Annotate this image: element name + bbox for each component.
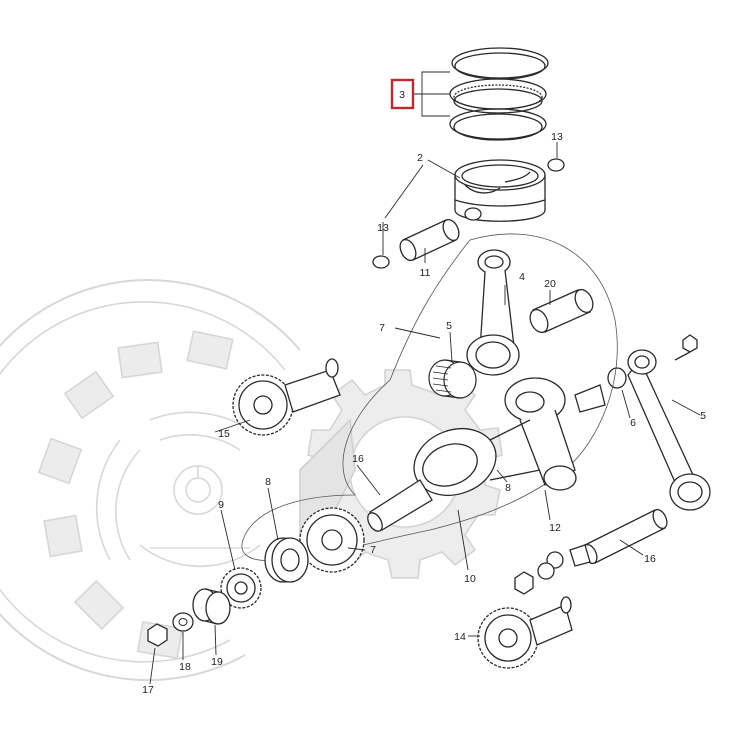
callout-labels: 3 2 13 13 11 4 20 7 5 6 5 15 16 8 9 8 7 … xyxy=(142,89,706,696)
piston-rings xyxy=(449,47,549,141)
callout-10: 10 xyxy=(464,573,476,585)
piston xyxy=(454,159,546,222)
callout-3[interactable]: 3 xyxy=(399,89,405,101)
shaft-16 xyxy=(569,508,668,567)
callout-5a: 5 xyxy=(446,320,452,332)
bearing-19 xyxy=(192,588,231,625)
bearing-8 xyxy=(264,537,309,583)
washer-b xyxy=(537,562,555,580)
callout-8a: 8 xyxy=(265,476,271,488)
circlip-right xyxy=(547,158,565,172)
needle-bearing xyxy=(428,359,477,399)
wrist-pin xyxy=(399,218,460,262)
callout-18: 18 xyxy=(179,661,191,673)
pin-20 xyxy=(529,288,594,334)
callout-12: 12 xyxy=(549,522,561,534)
leader-lines xyxy=(149,71,701,685)
callout-16b: 16 xyxy=(644,553,656,565)
nut-b xyxy=(514,571,534,595)
callout-15: 15 xyxy=(218,428,230,440)
nut-17 xyxy=(147,623,168,647)
callout-20: 20 xyxy=(544,278,556,290)
ring-6 xyxy=(607,367,627,389)
gear-9 xyxy=(220,567,262,609)
callout-6: 6 xyxy=(630,417,636,429)
crankshaft xyxy=(367,377,606,532)
callout-14: 14 xyxy=(454,631,466,643)
washer-18 xyxy=(172,612,194,632)
callout-11: 11 xyxy=(420,267,431,279)
callout-13a: 13 xyxy=(551,131,563,143)
callout-3-highlight-box[interactable] xyxy=(390,78,415,110)
callout-13b: 13 xyxy=(377,222,389,234)
gear-15 xyxy=(232,358,341,436)
callout-7a: 7 xyxy=(379,322,385,334)
connecting-rod-center xyxy=(466,249,520,376)
circlip-left xyxy=(372,255,390,269)
watermark-gear-logo xyxy=(0,279,503,682)
callout-9: 9 xyxy=(218,499,224,511)
washer-18-hole xyxy=(178,618,188,626)
callout-16a: 16 xyxy=(352,453,364,465)
callout-19: 19 xyxy=(211,656,223,668)
callout-2: 2 xyxy=(417,152,423,164)
callout-4: 4 xyxy=(519,271,525,283)
callout-7b: 7 xyxy=(370,544,376,556)
callout-17: 17 xyxy=(142,684,154,696)
callout-5b: 5 xyxy=(700,410,706,422)
gear-7 xyxy=(299,507,365,573)
gear-14 xyxy=(477,596,573,669)
connecting-rod-right xyxy=(627,334,711,511)
callout-8b: 8 xyxy=(505,482,511,494)
